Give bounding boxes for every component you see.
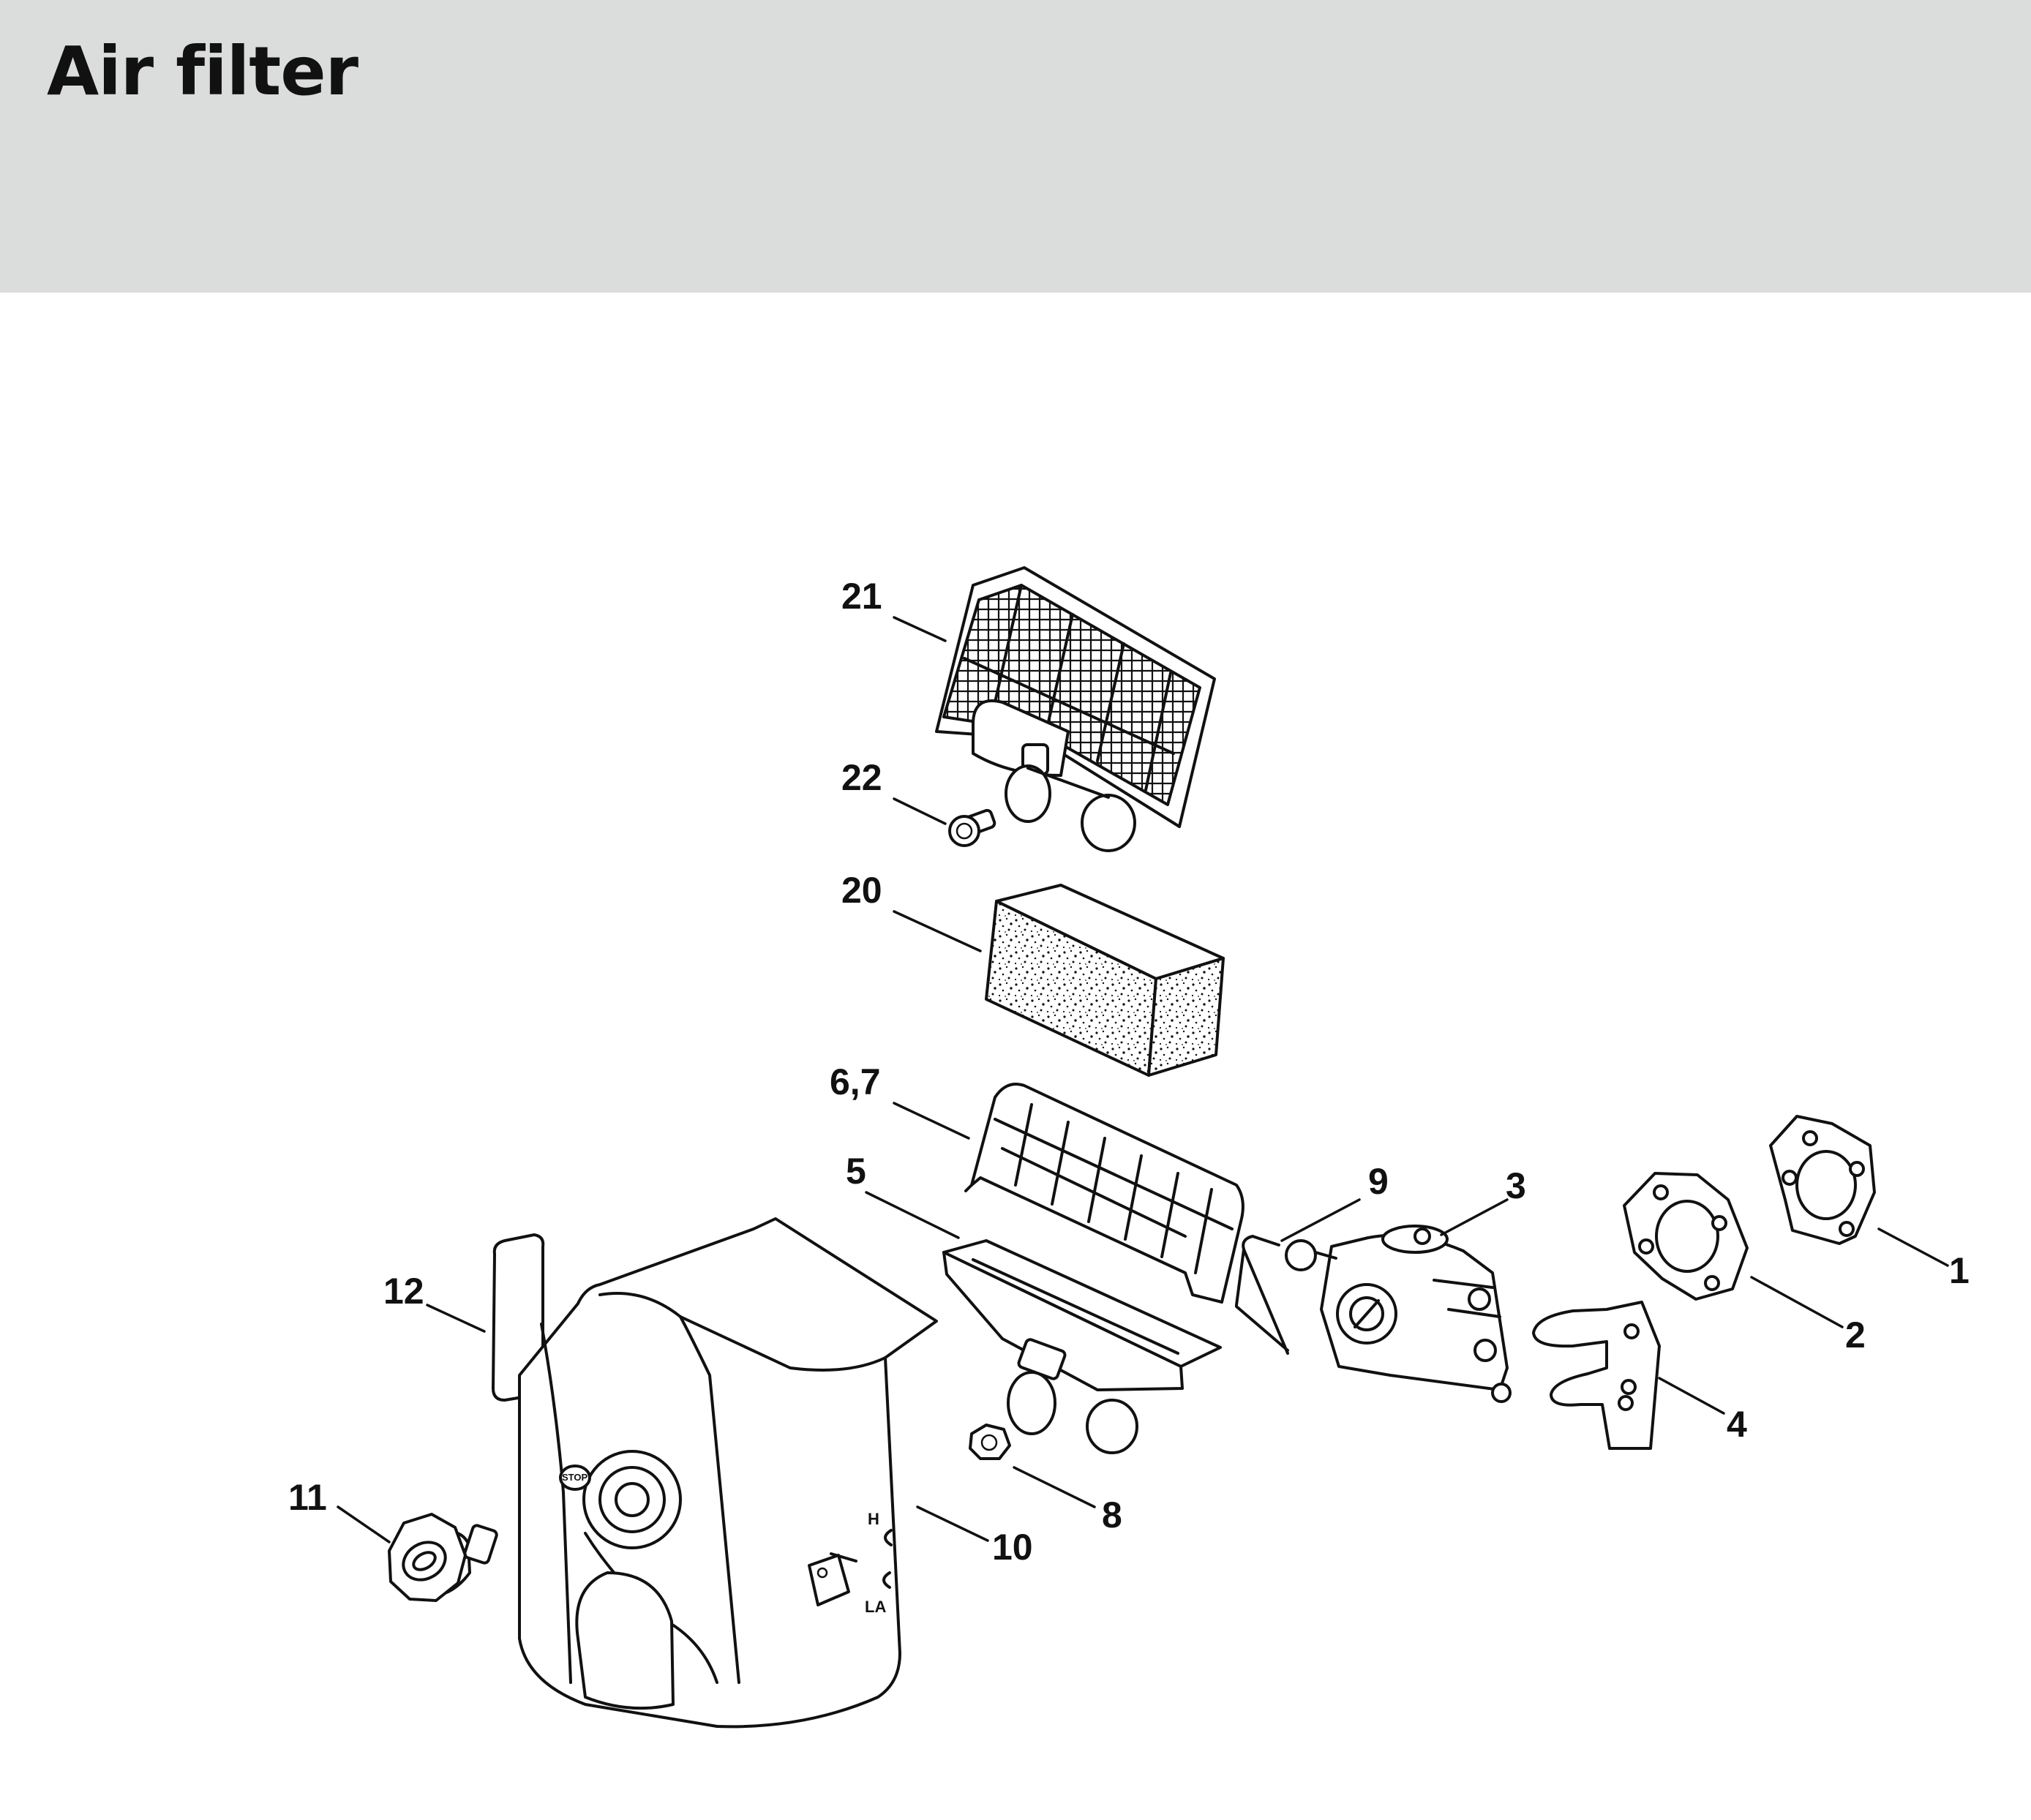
callout-1: 1 <box>1949 1250 1970 1291</box>
callout-22: 22 <box>841 757 882 798</box>
part-6-7-filter-basket <box>964 1083 1244 1304</box>
shroud-stop-mark: STOP <box>562 1472 587 1483</box>
page-title: Air filter <box>47 32 358 110</box>
callout-11: 11 <box>288 1477 327 1518</box>
shroud-la-mark: LA <box>865 1598 886 1616</box>
callout-9: 9 <box>1368 1161 1389 1202</box>
part-4-bracket <box>1532 1301 1661 1450</box>
callout-21: 21 <box>841 576 882 617</box>
callout-3: 3 <box>1506 1165 1526 1206</box>
part-11-knob <box>388 1513 498 1602</box>
callout-12: 12 <box>383 1271 424 1312</box>
callout-2: 2 <box>1845 1315 1866 1355</box>
leader-lines <box>337 616 1949 1543</box>
shroud-h-mark: H <box>868 1510 879 1528</box>
part-1-gasket <box>1769 1115 1876 1245</box>
callout-20: 20 <box>841 870 882 911</box>
part-5-base-plate <box>942 1239 1222 1454</box>
callout-4: 4 <box>1727 1404 1747 1445</box>
part-8-nut <box>969 1424 1011 1460</box>
callout-5: 5 <box>846 1151 866 1192</box>
part-20-foam-filter <box>985 884 1225 1077</box>
callout-8: 8 <box>1102 1494 1122 1535</box>
part-3-carburetor <box>1285 1225 1512 1403</box>
callout-labels: 21 22 20 6,7 5 9 3 1 2 4 12 11 10 8 <box>288 576 1970 1568</box>
part-21-filter-cover <box>935 566 1216 852</box>
header-band: Air filter <box>0 0 2031 293</box>
callout-6-7: 6,7 <box>830 1061 881 1102</box>
part-9-rod <box>1235 1235 1289 1355</box>
part-10-shroud: H LA STOP <box>518 1217 938 1729</box>
part-2-gasket <box>1623 1172 1749 1301</box>
callout-10: 10 <box>992 1527 1033 1568</box>
part-22-screw <box>948 808 996 847</box>
